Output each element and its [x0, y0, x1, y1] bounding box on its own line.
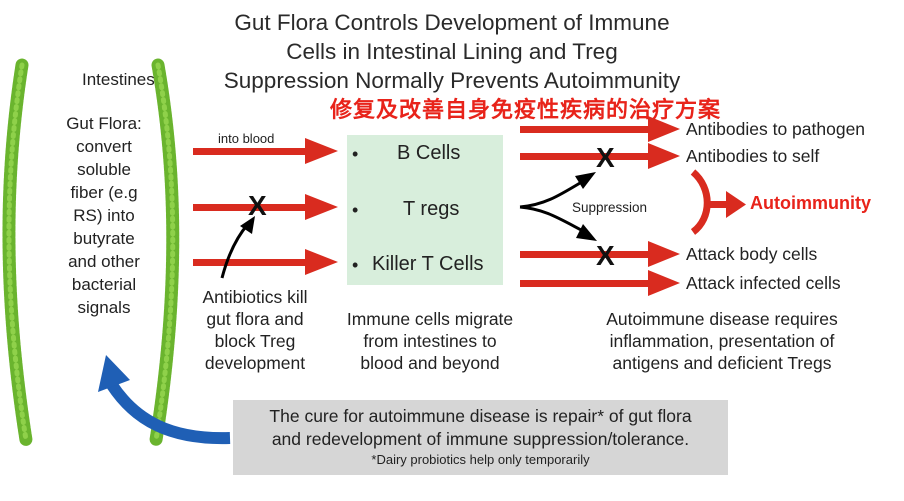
diagram-title: Gut Flora Controls Development of Immune… — [0, 8, 904, 95]
b-cells-label: B Cells — [397, 142, 461, 164]
flora-line: soluble — [77, 160, 131, 179]
x-mark-attack-body: X — [596, 240, 615, 271]
x-mark-treg-blocked: X — [248, 190, 267, 221]
antibiotics-arrow — [220, 223, 250, 279]
intestines-label: Intestines — [82, 70, 155, 89]
autoimmune-requirements: Autoimmune disease requires inflammation… — [572, 308, 872, 374]
suppression-arrow-down — [519, 205, 586, 234]
antibiotics-line: development — [204, 353, 306, 373]
migration-description: Immune cells migrate from intestines to … — [330, 308, 530, 374]
red-arrows-to-cells — [193, 138, 338, 275]
red-arrows-to-outcomes — [520, 116, 680, 296]
x-mark-self-antibodies: X — [596, 142, 615, 173]
flora-line: bacterial — [71, 275, 137, 294]
suppression-label: Suppression — [572, 200, 648, 215]
bullet: • — [352, 200, 359, 220]
flora-line: signals — [77, 298, 131, 317]
title-line-1: Gut Flora Controls Development of Immune — [234, 10, 670, 35]
flora-line: RS) into — [73, 206, 135, 225]
suppression-arrow-up — [519, 178, 586, 209]
flora-line: butyrate — [73, 229, 135, 248]
requirements-line: antigens and deficient Tregs — [612, 353, 832, 373]
cure-return-arrow — [106, 381, 231, 445]
cure-footnote: *Dairy probiotics help only temporarily — [371, 452, 590, 467]
attack-infected-cells-label: Attack infected cells — [686, 273, 841, 293]
flora-line: and other — [68, 252, 140, 271]
requirements-line: inflammation, presentation of — [609, 331, 835, 351]
antibiotics-line: Antibiotics kill — [202, 287, 308, 307]
antibodies-to-pathogen-label: Antibodies to pathogen — [686, 119, 866, 139]
antibiotics-line: gut flora and — [206, 309, 304, 329]
requirements-line: Autoimmune disease requires — [606, 309, 838, 329]
cure-statement-box: The cure for autoimmune disease is repai… — [233, 400, 728, 475]
gut-flora-description: Gut Flora: convert soluble fiber (e.g RS… — [44, 112, 164, 319]
title-line-3: Suppression Normally Prevents Autoimmuni… — [223, 68, 681, 93]
immune-cells-box — [347, 135, 503, 285]
flora-line: fiber (e.g — [70, 183, 138, 202]
bullet: • — [352, 255, 359, 275]
chinese-caption: 修复及改善自身免疫性疾病的治疗方案 — [330, 98, 722, 123]
killer-t-cells-label: Killer T Cells — [372, 253, 484, 275]
autoimmunity-label: Autoimmunity — [750, 193, 871, 213]
bullet: • — [352, 144, 359, 164]
flora-line: convert — [76, 137, 132, 156]
flora-line: Gut Flora: — [66, 114, 142, 133]
migration-line: blood and beyond — [360, 353, 500, 373]
attack-body-cells-label: Attack body cells — [686, 244, 818, 264]
title-line-2: Cells in Intestinal Lining and Treg — [286, 39, 618, 64]
autoimmunity-arrow — [690, 169, 711, 235]
antibodies-to-self-label: Antibodies to self — [686, 146, 820, 166]
cure-line-2: and redevelopment of immune suppression/… — [271, 429, 690, 449]
cure-line-1: The cure for autoimmune disease is repai… — [269, 406, 692, 426]
t-regs-label: T regs — [403, 198, 460, 220]
into-blood-label: into blood — [218, 131, 275, 146]
antibiotics-description: Antibiotics kill gut flora and block Tre… — [180, 286, 330, 374]
antibiotics-line: block Treg — [214, 331, 296, 351]
migration-line: from intestines to — [363, 331, 497, 351]
migration-line: Immune cells migrate — [346, 309, 514, 329]
